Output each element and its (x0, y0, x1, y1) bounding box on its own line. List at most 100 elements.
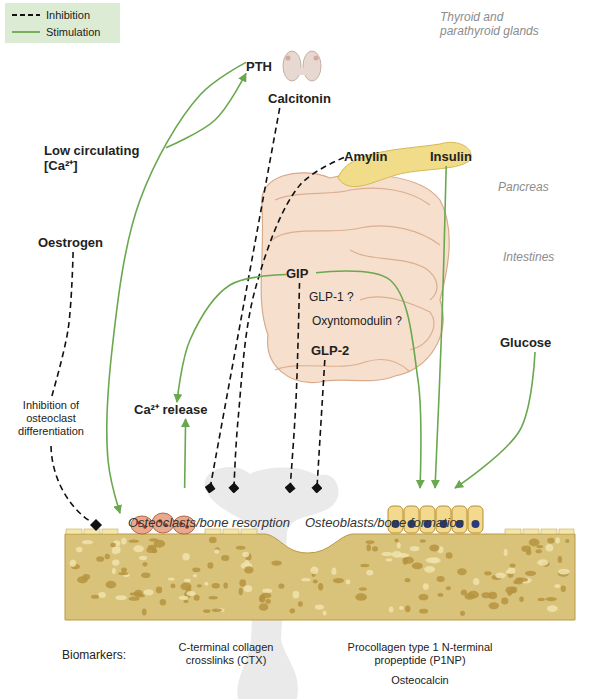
bone-pore (555, 537, 560, 543)
bone-pore (203, 609, 211, 613)
legend-box: InhibitionStimulation (5, 3, 120, 43)
bone-pore (242, 552, 249, 558)
thyroid-illustration (283, 51, 321, 81)
intestine-loop (275, 360, 410, 372)
bone-pore (110, 543, 115, 548)
bone-pore (345, 579, 350, 584)
bone-pore (149, 538, 158, 541)
bone-pore (83, 574, 91, 580)
bone-pore (98, 592, 106, 598)
bone-pore (207, 562, 213, 569)
hormone-label: Amylin (344, 149, 398, 166)
bone-pore (262, 589, 272, 593)
legend-sample (12, 11, 40, 19)
bone-pore (558, 556, 562, 563)
biomarker-label: Procollagen type 1 N-terminal propeptide… (330, 641, 510, 667)
bone-pore (105, 554, 110, 560)
bone-pore (259, 603, 269, 610)
bone-pore (315, 604, 324, 609)
bone-pore (437, 576, 445, 582)
bone-pore (381, 552, 393, 556)
bone-pore (209, 537, 217, 544)
bone-pore (403, 557, 413, 564)
bone-pore (112, 568, 116, 574)
bone-pore (141, 572, 150, 578)
bone-pore (179, 596, 189, 600)
bone-pore (117, 547, 121, 554)
bone-pore (538, 598, 545, 601)
bone-pore (457, 568, 467, 575)
bone-pore (223, 582, 228, 588)
bone-pore (204, 582, 208, 586)
node-text: Calcitonin (268, 91, 346, 106)
bone-pore (183, 600, 188, 603)
intestine-loop (275, 188, 430, 205)
node-text: PTH (246, 59, 284, 74)
bone-pore (112, 559, 119, 565)
bone-pore (525, 571, 536, 576)
node-text: GLP-2 (311, 343, 357, 358)
legend-row: Stimulation (12, 23, 120, 40)
lining-cell (541, 529, 557, 534)
bone-pore (244, 566, 253, 573)
intestine-loops (272, 188, 440, 372)
bone-pore (424, 566, 435, 573)
node-text: GIP (286, 266, 316, 281)
biomarker-label: C-terminal collagen crosslinks (CTX) (165, 641, 287, 667)
bone-pore (437, 593, 443, 597)
bone-tissue (65, 534, 575, 620)
bone-pore (333, 578, 344, 583)
bone-pore (259, 595, 265, 603)
bone-pore (484, 571, 492, 575)
bone-pore (133, 545, 144, 552)
legend-row: Inhibition (12, 6, 120, 23)
bone-pore (278, 583, 284, 588)
bone-pore (505, 587, 515, 595)
bone-pore (293, 591, 300, 599)
bone-pore (389, 606, 394, 612)
bone-pore (208, 596, 217, 599)
bone-pore (260, 595, 265, 602)
inhibition-line (317, 360, 325, 488)
bone-pore (529, 539, 540, 547)
bone-pore (521, 545, 531, 551)
bone-pore (212, 609, 222, 612)
bone-pore (121, 567, 127, 572)
bone-pore (405, 605, 410, 612)
inhibition-leader (51, 446, 90, 521)
bone-pore (366, 540, 375, 544)
bone-pore (355, 593, 367, 600)
lining-cell (505, 529, 521, 534)
bone-pore (501, 597, 508, 604)
bone-pore (197, 584, 202, 587)
bone-pore (187, 591, 196, 596)
bone-pore (554, 584, 560, 588)
nucleus (472, 520, 480, 528)
bone-pore (558, 569, 570, 575)
bone-pore (160, 599, 166, 606)
legend-sample (12, 28, 40, 36)
inhibition-line (290, 283, 299, 488)
hormone-label: Insulin (430, 149, 484, 166)
stimulation-arrow (435, 166, 446, 488)
bone-pore (180, 583, 191, 591)
bone-pore (142, 608, 147, 615)
bone-pore (138, 594, 145, 597)
process-note: Inhibition of osteoclast differentiation (6, 399, 96, 445)
process-label: Ca²⁺ release (134, 402, 220, 419)
bone-pore (318, 583, 323, 591)
bone-pore (372, 546, 378, 551)
cell-process-label: Osteoclasts/bone resorption (120, 488, 322, 530)
bone-pore (91, 595, 99, 599)
bone-pore (537, 559, 548, 565)
intestine-loop (350, 250, 437, 300)
bone-pore (504, 549, 508, 556)
cell-process-label: Osteoblasts/bone formation (305, 488, 480, 530)
bone-pore (70, 560, 77, 567)
bone-pore (397, 543, 401, 549)
bone-pore (489, 602, 499, 609)
bone-pore (426, 558, 438, 563)
bone-pore (212, 583, 220, 588)
bone-pore (419, 609, 428, 614)
inhibition-line (210, 108, 280, 488)
